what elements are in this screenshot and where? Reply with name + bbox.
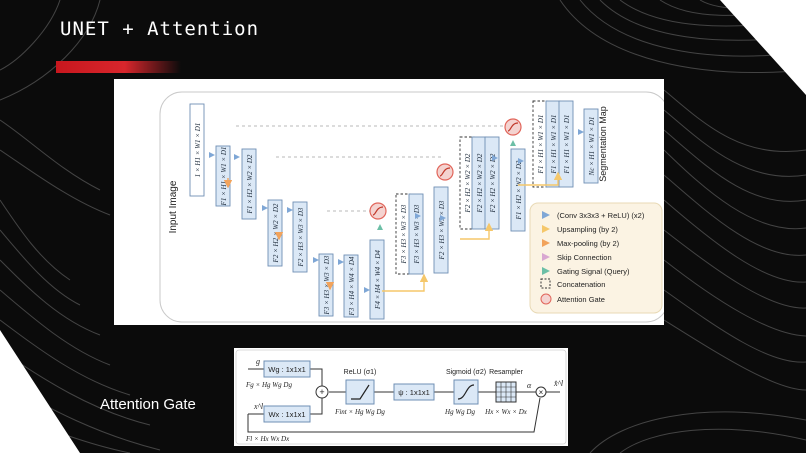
block-dims-label: F1 × H1 × W1 × D1 (563, 115, 571, 175)
segmentation-map-label: Segmentation Map (598, 106, 608, 182)
res-dims: Hx × Wx × Dx (484, 408, 528, 416)
legend-text: Upsampling (by 2) (557, 225, 618, 234)
feature-map-block: F3 × H4 × W4 × D4 (343, 254, 359, 318)
relu-label: ReLU (σ1) (344, 369, 377, 376)
wx-conv-block (263, 405, 311, 423)
feature-map-block: F3 × H3 × W3 × D3 (395, 193, 411, 275)
legend-text: Concatenation (557, 280, 605, 289)
conv-arrow-icon (542, 211, 550, 219)
plus-icon: + (319, 387, 324, 397)
attention-gate-icon (436, 163, 454, 181)
sum-node-icon (315, 385, 329, 399)
block-dims-label: F3 × H4 × W4 × D4 (348, 256, 356, 316)
wg-conv-block (263, 360, 311, 378)
wg-label: Wg : 1x1x1 (268, 365, 306, 374)
resampler-label: Resampler (489, 369, 524, 376)
resampler-grid-icon (495, 381, 517, 403)
unet-diagram-panel: Input Image 1 × H1 × W1 × D1 F1 × H1 × W1… (114, 79, 669, 325)
legend-text: Max-pooling (by 2) (557, 239, 620, 248)
attention-gate-icon (504, 118, 522, 136)
concatenation-box-icon (540, 278, 551, 289)
attention-gate-panel: g Wg : 1x1x1 Fg × Hg Wg Dg x^l Wx : 1x1x… (234, 348, 568, 446)
skip-connection-arrow-icon (542, 253, 550, 261)
feature-map-block: F2 × H2 × W2 × D2 (471, 136, 487, 230)
sigmoid-curve-icon (457, 384, 475, 400)
attention-gate-icon (369, 202, 387, 220)
relu-curve-icon (351, 384, 370, 400)
title-accent-bar (56, 61, 181, 73)
feature-map-block: F1 × H2 × W2 × D2 (510, 148, 526, 232)
block-dims-label: F1 × H2 × W2 × D2 (515, 160, 523, 220)
feature-map-block: F2 × H2 × W2 × D2 (267, 199, 283, 267)
block-dims-label: F2 × H2 × W2 × D2 (464, 153, 472, 213)
block-dims-label: F1 × H1 × W1 × D1 (537, 115, 545, 175)
legend: (Conv 3x3x3 + ReLU) (x2) Upsampling (by … (529, 202, 663, 314)
feature-map-block: F2 × H3 × W3 × D3 (433, 186, 449, 274)
block-dims-label: Nc × H1 × W1 × D1 (588, 117, 596, 177)
attention-gate-icon (540, 293, 552, 305)
block-dims-label: 1 × H1 × W1 × D1 (194, 123, 202, 178)
block-dims-label: F2 × H2 × W2 × D2 (489, 153, 497, 213)
feature-map-block: F2 × H3 × W3 × D3 (292, 201, 308, 273)
alpha-label: α (527, 381, 532, 390)
block-dims-label: F2 × H2 × W2 × D2 (476, 153, 484, 213)
sigmoid-label: Sigmoid (σ2) (446, 369, 486, 376)
int-dims: Fint × Hg Wg Dg (334, 408, 385, 416)
feature-map-block: F2 × H2 × W2 × D2 (484, 136, 500, 230)
block-dims-label: F2 × H3 × W3 × D3 (438, 200, 446, 260)
legend-text: (Conv 3x3x3 + ReLU) (x2) (557, 211, 645, 220)
block-dims-label: F3 × H3 × W3 × D3 (413, 204, 421, 264)
g-label: g (256, 357, 260, 366)
feature-map-block: 1 × H1 × W1 × D1 (189, 103, 205, 197)
unet-diagram: Input Image 1 × H1 × W1 × D1 F1 × H1 × W1… (159, 91, 669, 323)
psi-dims: Hg Wg Dg (444, 408, 475, 416)
multiply-node-icon (535, 386, 547, 398)
wx-label: Wx : 1x1x1 (268, 410, 305, 419)
block-dims-label: F4 × H4 × W4 × D4 (374, 250, 382, 310)
attention-gate-diagram: g Wg : 1x1x1 Fg × Hg Wg Dg x^l Wx : 1x1x… (235, 349, 567, 445)
feature-map-block: F1 × H1 × W1 × D1 (215, 145, 231, 207)
times-icon: × (539, 388, 544, 397)
psi-conv-block (393, 383, 435, 401)
x-dims: Fl × Hx Wx Dx (245, 435, 290, 443)
block-dims-label: F1 × H1 × W1 × D1 (550, 115, 558, 175)
block-dims-label: F1 × H2 × W2 × D2 (246, 154, 254, 214)
legend-text: Skip Connection (557, 253, 612, 262)
attention-gate-caption: Attention Gate (100, 396, 196, 413)
relu-block (345, 379, 375, 405)
feature-map-block: F3 × H3 × W3 × D3 (318, 253, 334, 317)
g-dims: Fg × Hg Wg Dg (245, 381, 292, 389)
legend-text: Attention Gate (557, 295, 605, 304)
psi-label: ψ : 1x1x1 (398, 388, 430, 397)
upsampling-arrow-icon (542, 225, 550, 233)
feature-map-block: F1 × H2 × W2 × D2 (241, 148, 257, 220)
feature-map-block: F4 × H4 × W4 × D4 (369, 239, 385, 320)
feature-map-block: F3 × H3 × W3 × D3 (408, 193, 424, 275)
block-dims-label: F1 × H1 × W1 × D1 (220, 147, 228, 207)
output-label: x̂^l (553, 379, 564, 388)
feature-map-block: Nc × H1 × W1 × D1 (583, 108, 599, 184)
input-image-label: Input Image (168, 180, 179, 233)
block-dims-label: F2 × H3 × W3 × D3 (297, 207, 305, 267)
slide-title: UNET + Attention (60, 18, 260, 40)
feature-map-block: F1 × H1 × W1 × D1 (532, 100, 548, 188)
x-label: x^l (253, 402, 264, 411)
block-dims-label: F3 × H3 × W3 × D3 (400, 204, 408, 264)
legend-text: Gating Signal (Query) (557, 267, 630, 276)
max-pooling-arrow-icon (542, 239, 550, 247)
gating-signal-arrow-icon (542, 267, 550, 275)
feature-map-block: F1 × H1 × W1 × D1 (558, 100, 574, 188)
